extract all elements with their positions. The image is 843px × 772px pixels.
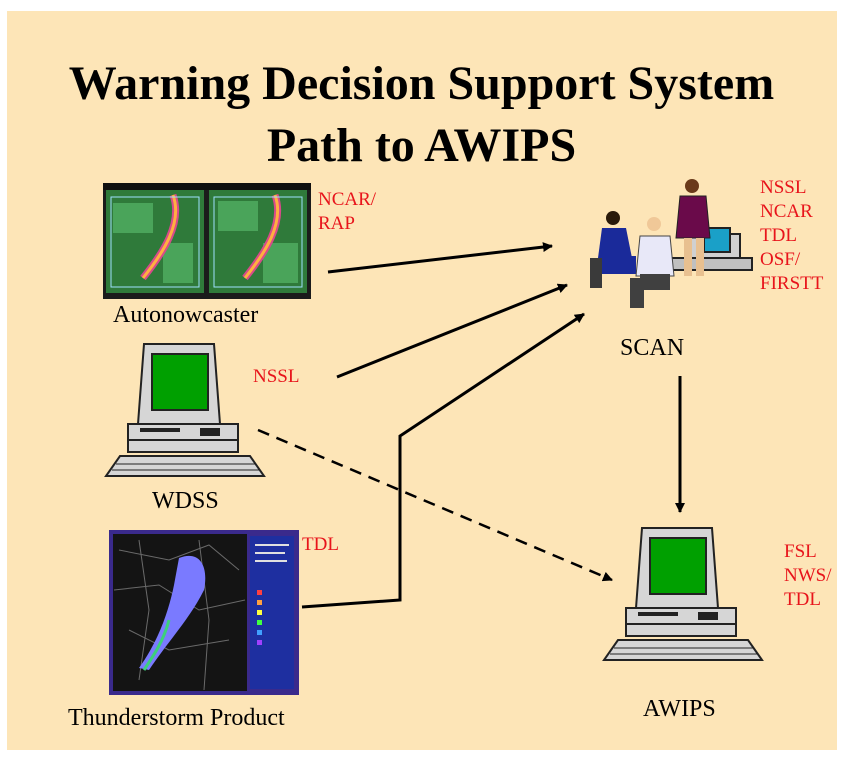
arrow-wdss-to-scan bbox=[336, 283, 568, 379]
org-label: NCAR bbox=[760, 201, 813, 222]
arrow-thunderstorm-product-to-scan bbox=[301, 312, 585, 609]
wdss-computer-icon bbox=[104, 343, 266, 477]
autonowcaster-label: Autonowcaster bbox=[113, 302, 259, 328]
awips-orgs: FSL NWS/ TDL bbox=[784, 540, 832, 612]
slide-title-line-2: Path to AWIPS bbox=[266, 119, 577, 172]
org-label: NWS/ bbox=[784, 565, 832, 586]
wdss-label: WDSS bbox=[152, 488, 219, 514]
org-label: TDL bbox=[302, 534, 339, 555]
autonowcaster-orgs: NCAR/ RAP bbox=[318, 188, 376, 236]
autonowcaster-radar-image bbox=[103, 183, 311, 299]
scan-operators-icon bbox=[590, 179, 753, 308]
org-label: OSF/ bbox=[760, 249, 801, 270]
org-label: NSSL bbox=[760, 177, 807, 198]
org-label: FSL bbox=[784, 541, 817, 562]
thunderstorm-product-orgs: TDL bbox=[302, 533, 339, 557]
awips-label: AWIPS bbox=[643, 696, 716, 722]
slide-title-line-1: Warning Decision Support System bbox=[68, 57, 775, 110]
thunderstorm-product-label: Thunderstorm Product bbox=[68, 705, 285, 731]
awips-computer-icon bbox=[602, 527, 764, 661]
org-label: NCAR/ bbox=[318, 189, 377, 210]
org-label: NSSL bbox=[253, 366, 300, 387]
org-label: RAP bbox=[318, 213, 355, 234]
wdss-orgs: NSSL bbox=[253, 365, 299, 389]
dashed-arrow-wdss-to-awips bbox=[257, 428, 613, 582]
org-label: TDL bbox=[784, 589, 821, 610]
arrow-autonowcaster-to-scan bbox=[327, 242, 553, 274]
org-label: TDL bbox=[760, 225, 797, 246]
org-label: FIRSTT bbox=[760, 273, 824, 294]
scan-orgs: NSSL NCAR TDL OSF/ FIRSTT bbox=[760, 176, 823, 296]
scan-label: SCAN bbox=[620, 335, 685, 361]
thunderstorm-product-image bbox=[109, 530, 299, 695]
